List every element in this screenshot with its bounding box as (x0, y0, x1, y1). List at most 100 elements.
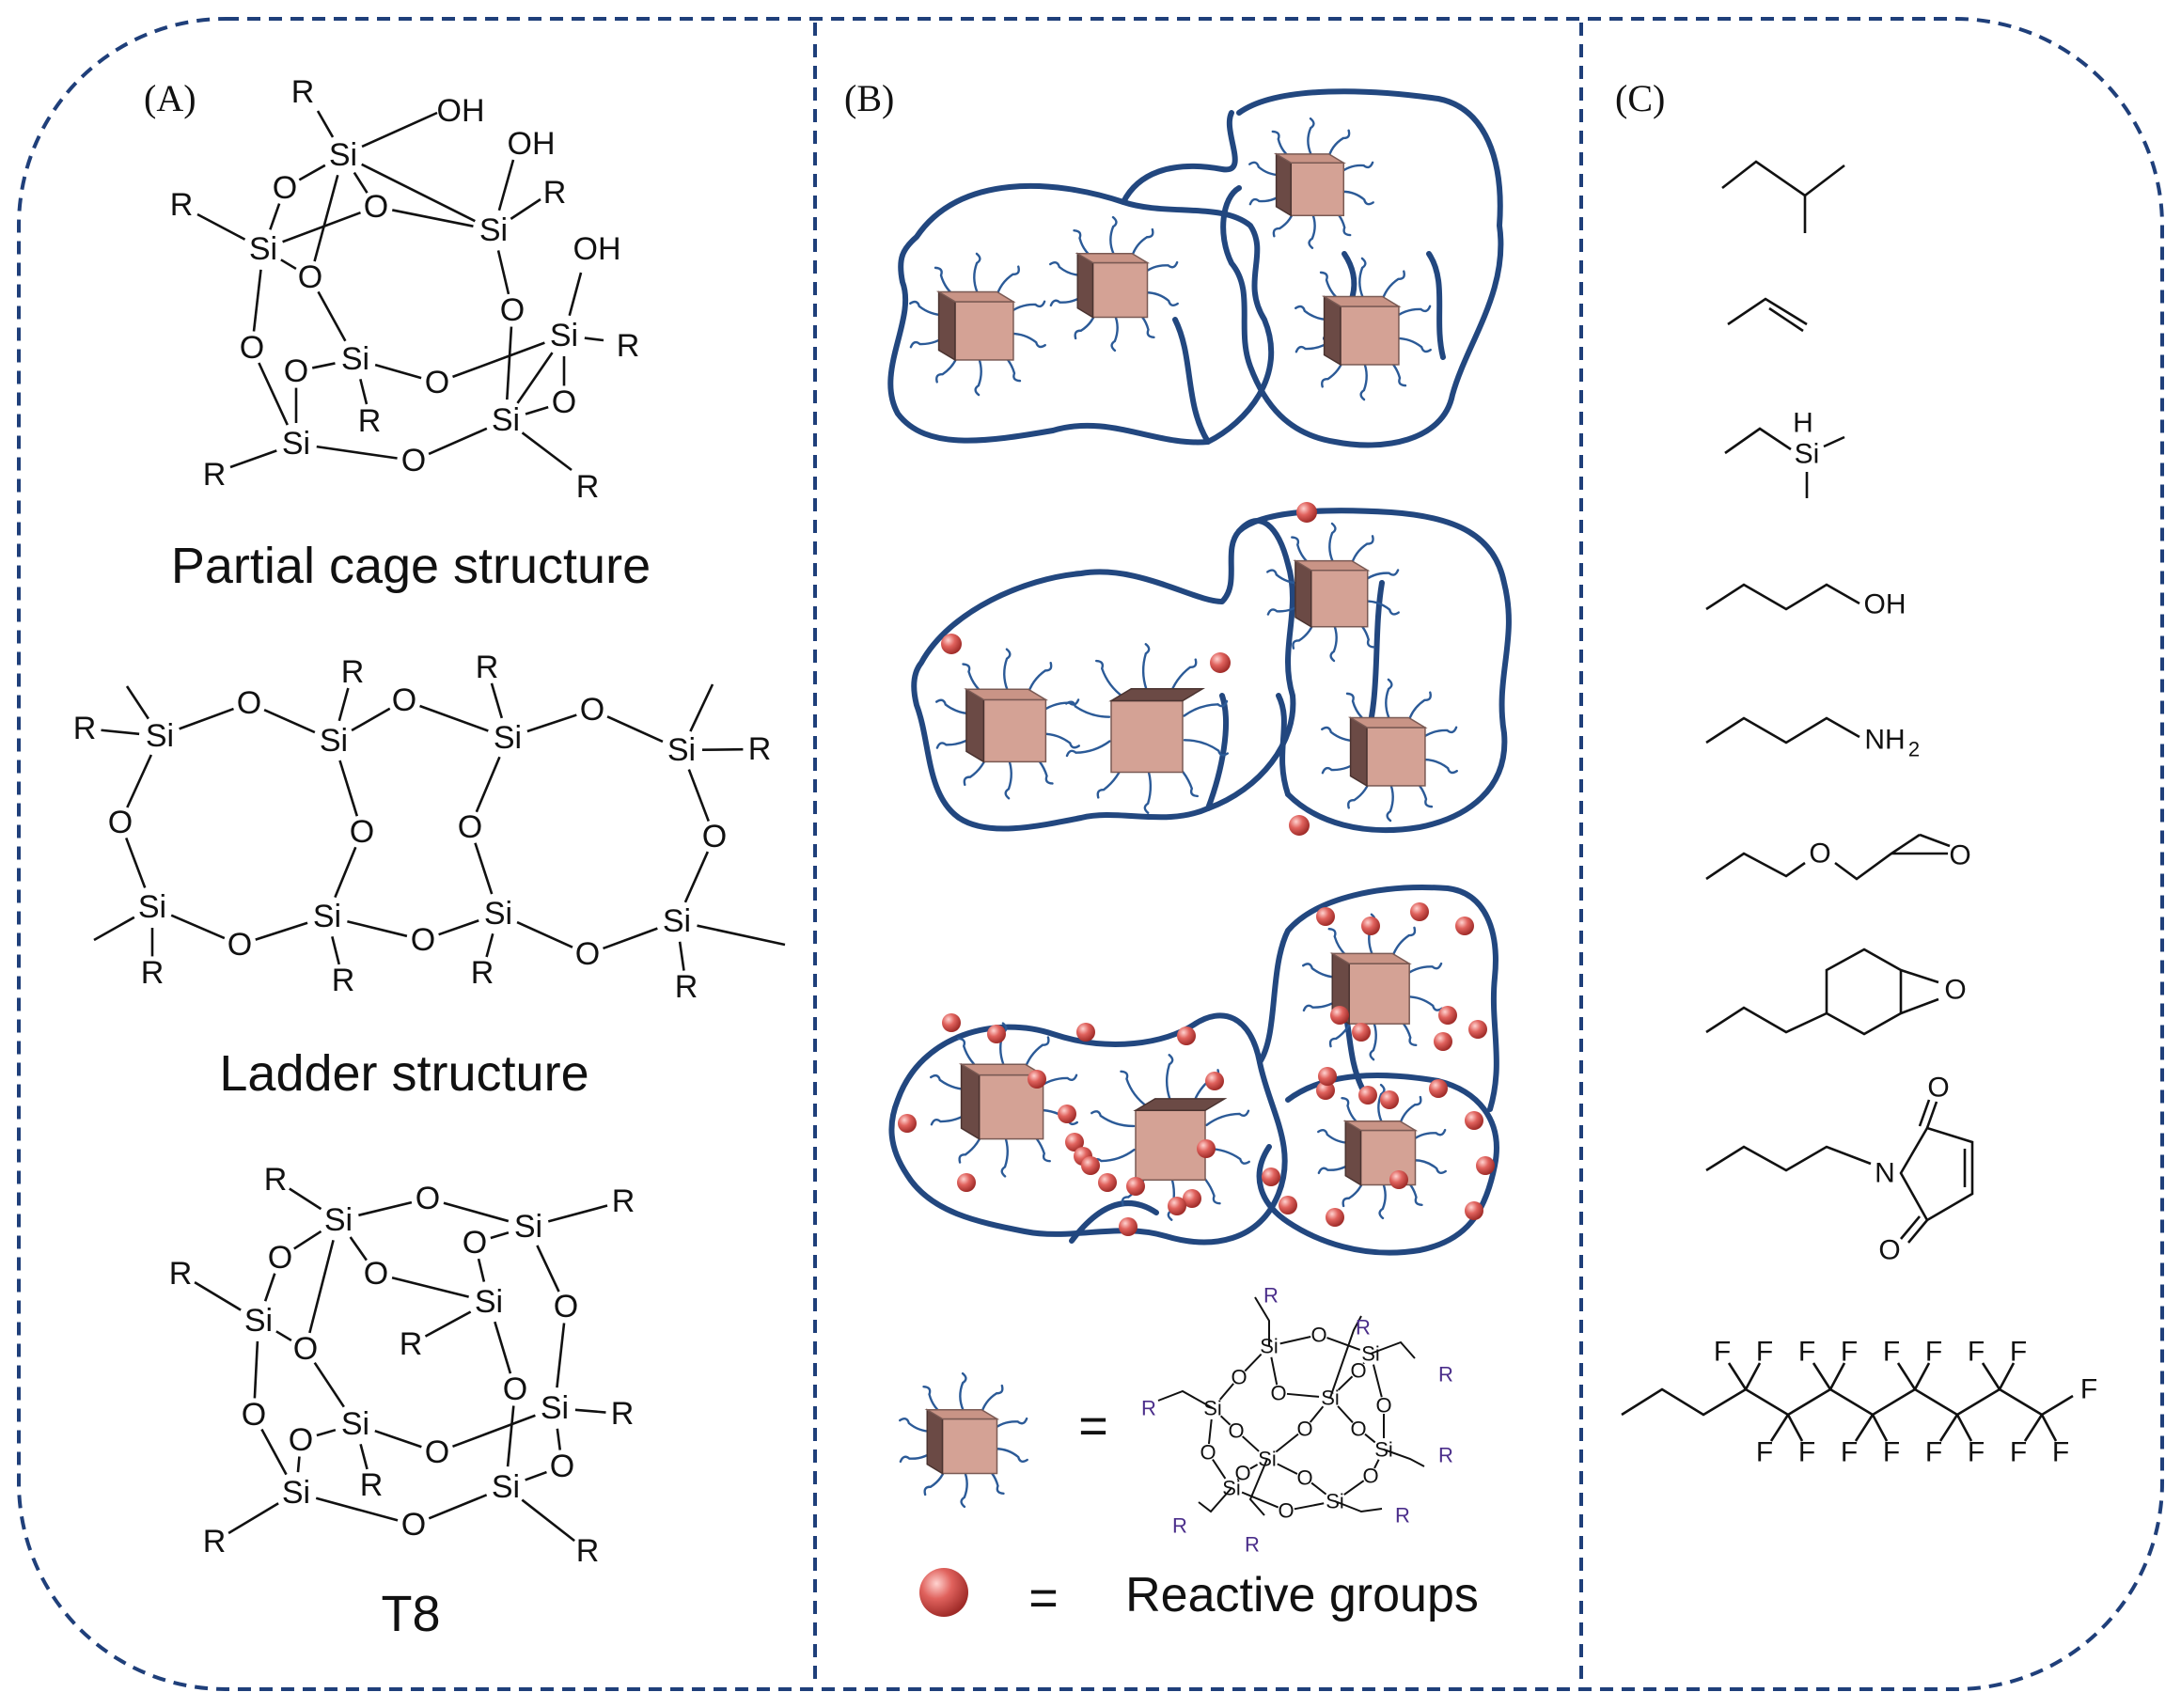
bond (263, 1273, 276, 1302)
atom-oh: OH (573, 231, 621, 267)
bond (683, 851, 710, 903)
reactive-sphere-icon (919, 1568, 968, 1617)
reactive-sphere (1197, 1139, 1216, 1158)
atom-r: R (169, 1256, 193, 1292)
bond (194, 1280, 242, 1311)
atom-o: O (580, 692, 604, 728)
cube-arm (1165, 1054, 1174, 1101)
cube-arm (1004, 757, 1012, 800)
cube-arm (959, 1371, 967, 1412)
cube-arm (995, 265, 1020, 300)
bond (1981, 1362, 2001, 1390)
bond (260, 1428, 288, 1476)
cube-arm (1337, 161, 1374, 176)
cube-front-face (982, 698, 1047, 763)
bond (568, 272, 583, 317)
bond (358, 1200, 413, 1217)
cube-top-face (1273, 153, 1346, 165)
bond (1721, 160, 1845, 197)
atom-oh: OH (1864, 589, 1906, 620)
bond (316, 1428, 337, 1437)
bond (536, 1245, 560, 1293)
cube-arm (1039, 732, 1080, 749)
cube-arm (1007, 332, 1046, 349)
reactive-sphere (1098, 1173, 1117, 1192)
atom-r: R (576, 1533, 600, 1569)
si-atom: Si (541, 1390, 569, 1426)
atom-o: O (500, 292, 525, 328)
bond (229, 449, 277, 469)
reactive-sphere (1183, 1189, 1201, 1208)
bond (419, 704, 489, 732)
reactive-sphere (957, 1173, 976, 1192)
bond (296, 1456, 301, 1473)
legend-equals-poss: = (1078, 1398, 1108, 1454)
si-atom: Si (341, 341, 369, 377)
bond (255, 921, 308, 941)
bond (126, 754, 153, 808)
cube-side-face (1349, 716, 1368, 788)
cube-arm (1168, 658, 1198, 698)
atom-f: F (1968, 1337, 1985, 1368)
cube-top-face (1133, 1098, 1228, 1112)
bond (1900, 1215, 1921, 1240)
atom-o: O (1949, 840, 1970, 871)
bond (269, 203, 281, 230)
bond (1310, 1481, 1327, 1496)
r-arm (1157, 1389, 1214, 1409)
cube-front-face (1310, 569, 1369, 628)
cube-arm (1007, 300, 1046, 316)
bond (1918, 1099, 1931, 1127)
cube-arm (1377, 1083, 1386, 1123)
atom-o: O (268, 1240, 292, 1276)
reactive-sphere (1065, 1133, 1084, 1152)
outer-frame (17, 17, 2164, 1691)
poss-cube (1065, 643, 1229, 814)
cube-front-face (1091, 261, 1149, 319)
bond (351, 707, 391, 732)
atom-f: F (1841, 1437, 1858, 1468)
legend-equals-reactive: = (1028, 1570, 1059, 1626)
poss-cube (1266, 522, 1400, 663)
atom-f: F (1756, 1437, 1773, 1468)
bond (689, 683, 714, 732)
panel-b-label: (B) (844, 77, 894, 119)
bond (1900, 968, 1939, 984)
r-group-label: R (1245, 1533, 1260, 1557)
atom-r: R (612, 1183, 635, 1219)
atom-r: R (291, 74, 315, 110)
si-atom: Si (324, 1202, 353, 1238)
bond (1727, 297, 1808, 326)
bond (1219, 1383, 1234, 1401)
bond (361, 163, 476, 223)
bond (1705, 1006, 1828, 1034)
polymer-network-illustrations (887, 88, 1512, 1256)
bond (349, 1236, 368, 1261)
cube-arm (1361, 600, 1400, 616)
cube-arm (1378, 1180, 1387, 1220)
atom-subscript: 2 (1908, 738, 1920, 761)
atom-o: O (416, 1181, 440, 1216)
atom-f: F (1883, 1437, 1900, 1468)
cube-arm (1409, 1128, 1447, 1143)
cube-arm (1338, 190, 1374, 206)
atom-o: O (550, 1449, 574, 1484)
si-atom: Si (282, 426, 310, 462)
reactive-sphere (1081, 1156, 1100, 1175)
bond (443, 1201, 510, 1223)
reactive-sphere (1326, 1208, 1344, 1227)
atom-f: F (2010, 1437, 2027, 1468)
atom-r: R (332, 963, 355, 998)
atom-f: F (1714, 1337, 1731, 1368)
bond (697, 924, 786, 947)
bond (606, 715, 664, 744)
bond (1337, 1405, 1354, 1424)
cube-arm (1419, 758, 1458, 775)
bond (374, 1429, 422, 1449)
atom-o: O (240, 330, 264, 366)
bond (506, 326, 513, 400)
cube-arm (1183, 699, 1229, 717)
bond (1896, 1362, 1917, 1390)
atom-o: O (1270, 1382, 1286, 1405)
